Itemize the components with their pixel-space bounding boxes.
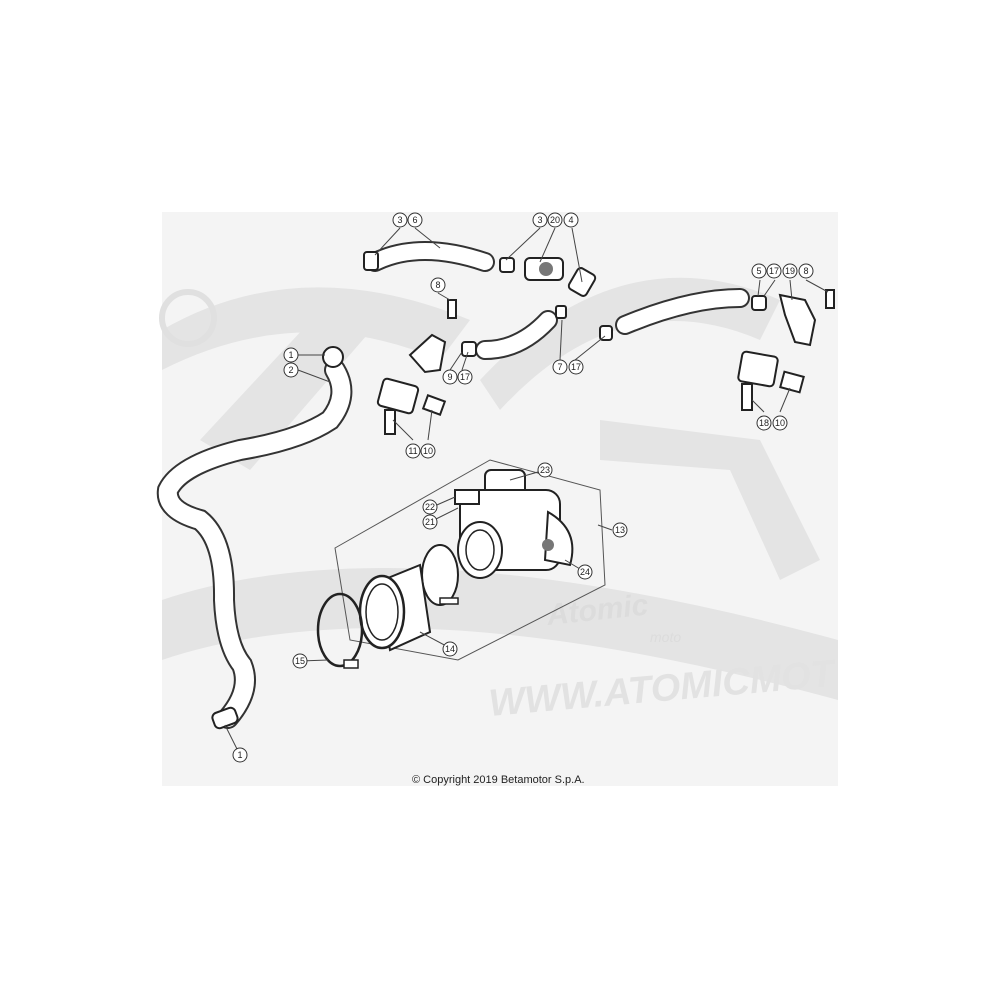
callout-marker: 15 [292,653,308,669]
callout-label: 1 [237,750,242,760]
callout-marker: 9 [442,369,458,385]
callout-markers: 1 2 3 6 3 20 4 8 9 17 7 17 5 17 19 8 11 … [232,212,814,763]
callout-label: 15 [295,656,305,666]
callout-marker: 13 [612,522,628,538]
callout-marker: 7 [552,359,568,375]
callout-label: 8 [435,280,440,290]
callout-label: 3 [537,215,542,225]
watermark-brand-bottom: moto [650,629,681,645]
callout-marker: 10 [772,415,788,431]
callout-marker: 22 [422,499,438,515]
callout-marker: 17 [457,369,473,385]
callout-marker: 20 [547,212,563,228]
callout-marker: 3 [392,212,408,228]
clip-right-hose-2 [751,295,767,311]
callout-label: 10 [423,446,433,456]
hose-clamp-bottom [211,706,239,730]
callout-label: 24 [580,567,590,577]
callout-label: 5 [756,266,761,276]
callout-marker: 19 [782,263,798,279]
callout-marker: 14 [442,641,458,657]
callout-label: 17 [571,362,581,372]
callout-marker: 1 [232,747,248,763]
throttle-group-outline [334,459,606,661]
hose-clip-right [499,257,515,273]
callout-label: 7 [557,362,562,372]
callout-label: 10 [775,418,785,428]
left-injector-assembly [376,299,457,435]
clip-mid-2 [555,305,567,319]
clip-mid [461,341,477,357]
throttle-body [454,469,574,579]
right-injector-assembly [737,289,835,411]
callout-label: 17 [460,372,470,382]
callout-marker: 4 [563,212,579,228]
callout-marker: 17 [766,263,782,279]
callout-label: 3 [397,215,402,225]
callout-label: 22 [425,502,435,512]
clip-right-hose [599,325,613,341]
callout-label: 14 [445,644,455,654]
callout-marker: 18 [756,415,772,431]
callout-label: 2 [288,365,293,375]
callout-label: 17 [769,266,779,276]
callout-label: 9 [447,372,452,382]
callout-marker: 23 [537,462,553,478]
copyright-notice: © Copyright 2019 Betamotor S.p.A. [412,774,585,786]
intake-manifold [358,544,459,652]
callout-marker: 21 [422,514,438,530]
callout-label: 13 [615,525,625,535]
callout-marker: 6 [407,212,423,228]
callout-marker: 10 [420,443,436,459]
callout-marker: 8 [798,263,814,279]
callout-marker: 3 [532,212,548,228]
callout-marker: 2 [283,362,299,378]
callout-marker: 8 [430,277,446,293]
callout-marker: 1 [283,347,299,363]
hose-clip-left [363,251,379,271]
callout-label: 6 [412,215,417,225]
callout-label: 21 [425,517,435,527]
intake-clamp [316,592,364,669]
callout-label: 8 [803,266,808,276]
callout-marker: 5 [751,263,767,279]
callout-label: 1 [288,350,293,360]
callout-marker: 17 [568,359,584,375]
callout-label: 4 [568,215,573,225]
callout-label: 19 [785,266,795,276]
callout-label: 11 [408,446,417,456]
callout-marker: 11 [405,443,421,459]
hose-clamp-top [322,346,344,368]
callout-label: 18 [759,418,769,428]
callout-label: 20 [550,215,560,225]
callout-marker: 24 [577,564,593,580]
callout-label: 23 [540,465,550,475]
